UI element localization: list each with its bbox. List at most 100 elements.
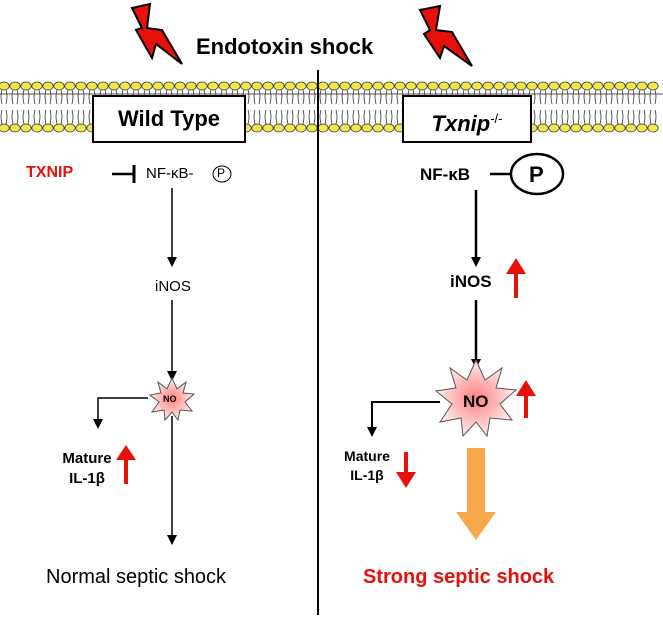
lipid-head [603,81,615,91]
lipid-tail [594,109,602,125]
lipid-head [559,81,571,91]
lipid-head [75,81,87,91]
nfkb-label-right: NF-κB [420,165,471,184]
lipid-tail [297,109,305,125]
lipid-tail [22,109,30,125]
lipid-head [317,81,329,91]
lipid-head [350,81,362,91]
lipid-tail [561,89,569,105]
lipid-head [273,123,285,133]
decrease-arrow-icon [396,452,416,488]
lipid-head [515,81,527,91]
lipid-head [31,123,43,133]
lipid-head [570,123,582,133]
increase-arrow-icon [116,445,136,484]
lipid-head [581,81,593,91]
lipid-head [251,81,263,91]
lipid-head [163,81,175,91]
no-label-left: NO [163,394,177,404]
lipid-head [361,81,373,91]
lipid-tail [0,89,8,105]
lipid-tail [319,109,327,125]
lipid-head [592,123,604,133]
increase-arrow-icon [516,380,536,418]
lipid-tail [253,109,261,125]
lipid-head [262,81,274,91]
lipid-head [64,81,76,91]
lipid-head [262,123,274,133]
lipid-tail [275,109,283,125]
lipid-tail [385,109,393,125]
lipid-head [9,81,21,91]
lipid-tail [605,109,613,125]
lipid-tail [22,89,30,105]
lipid-head [526,81,538,91]
lipid-head [196,81,208,91]
lipid-head [581,123,593,133]
lipid-head [20,123,32,133]
lipid-tail [33,109,41,125]
burst-icon [148,376,196,422]
lipid-tail [264,109,272,125]
lipid-head [207,81,219,91]
lipid-head [185,81,197,91]
arrow-no-il1b-left [93,397,148,429]
lipid-tail [55,89,63,105]
lipid-head [119,81,131,91]
lipid-head [328,81,340,91]
outcome-left: Normal septic shock [46,566,227,588]
lipid-tail [11,109,19,125]
strong-effect-arrow-icon [456,448,496,540]
lipid-tail [330,109,338,125]
lipid-tail [11,89,19,105]
lipid-tail [275,89,283,105]
lipid-tail [627,89,635,105]
phosphate-icon [490,152,565,196]
lipid-head [295,123,307,133]
lipid-tail [550,109,558,125]
lipid-head [460,81,472,91]
lipid-tail [77,109,85,125]
phosphate-icon [212,165,232,183]
lipid-tail [319,89,327,105]
lipid-head [504,81,516,91]
lipid-tail [638,109,646,125]
lipid-tail [286,89,294,105]
lipid-head [152,81,164,91]
lipid-head [647,81,659,91]
lipid-head [306,81,318,91]
lipid-head [647,123,659,133]
lipid-tail [330,89,338,105]
lipid-head [570,81,582,91]
lipid-tail [374,109,382,125]
lipid-head [240,81,252,91]
lipid-tail [583,109,591,125]
lipid-head [482,81,494,91]
il1b-label-left: IL-1β [69,470,105,487]
lipid-tail [66,109,74,125]
lipid-head [108,81,120,91]
inos-label-left: iNOS [155,278,191,295]
lipid-head [625,123,637,133]
lipid-head [218,81,230,91]
lipid-tail [33,89,41,105]
lipid-head [141,81,153,91]
lipid-head [548,81,560,91]
lipid-head [229,81,241,91]
lipid-head [394,81,406,91]
lipid-head [273,81,285,91]
lipid-head [9,123,21,133]
lipid-head [383,81,395,91]
lipid-tail [385,89,393,105]
inos-label-right: iNOS [450,272,492,291]
arrow-no-il1b-right [367,401,440,437]
lipid-head [20,81,32,91]
lipid-tail [638,89,646,105]
lipid-tail [341,89,349,105]
lipid-head [559,123,571,133]
lipid-head [284,123,296,133]
lipid-head [306,123,318,133]
lipid-tail [572,109,580,125]
lightning-icon [418,4,473,67]
